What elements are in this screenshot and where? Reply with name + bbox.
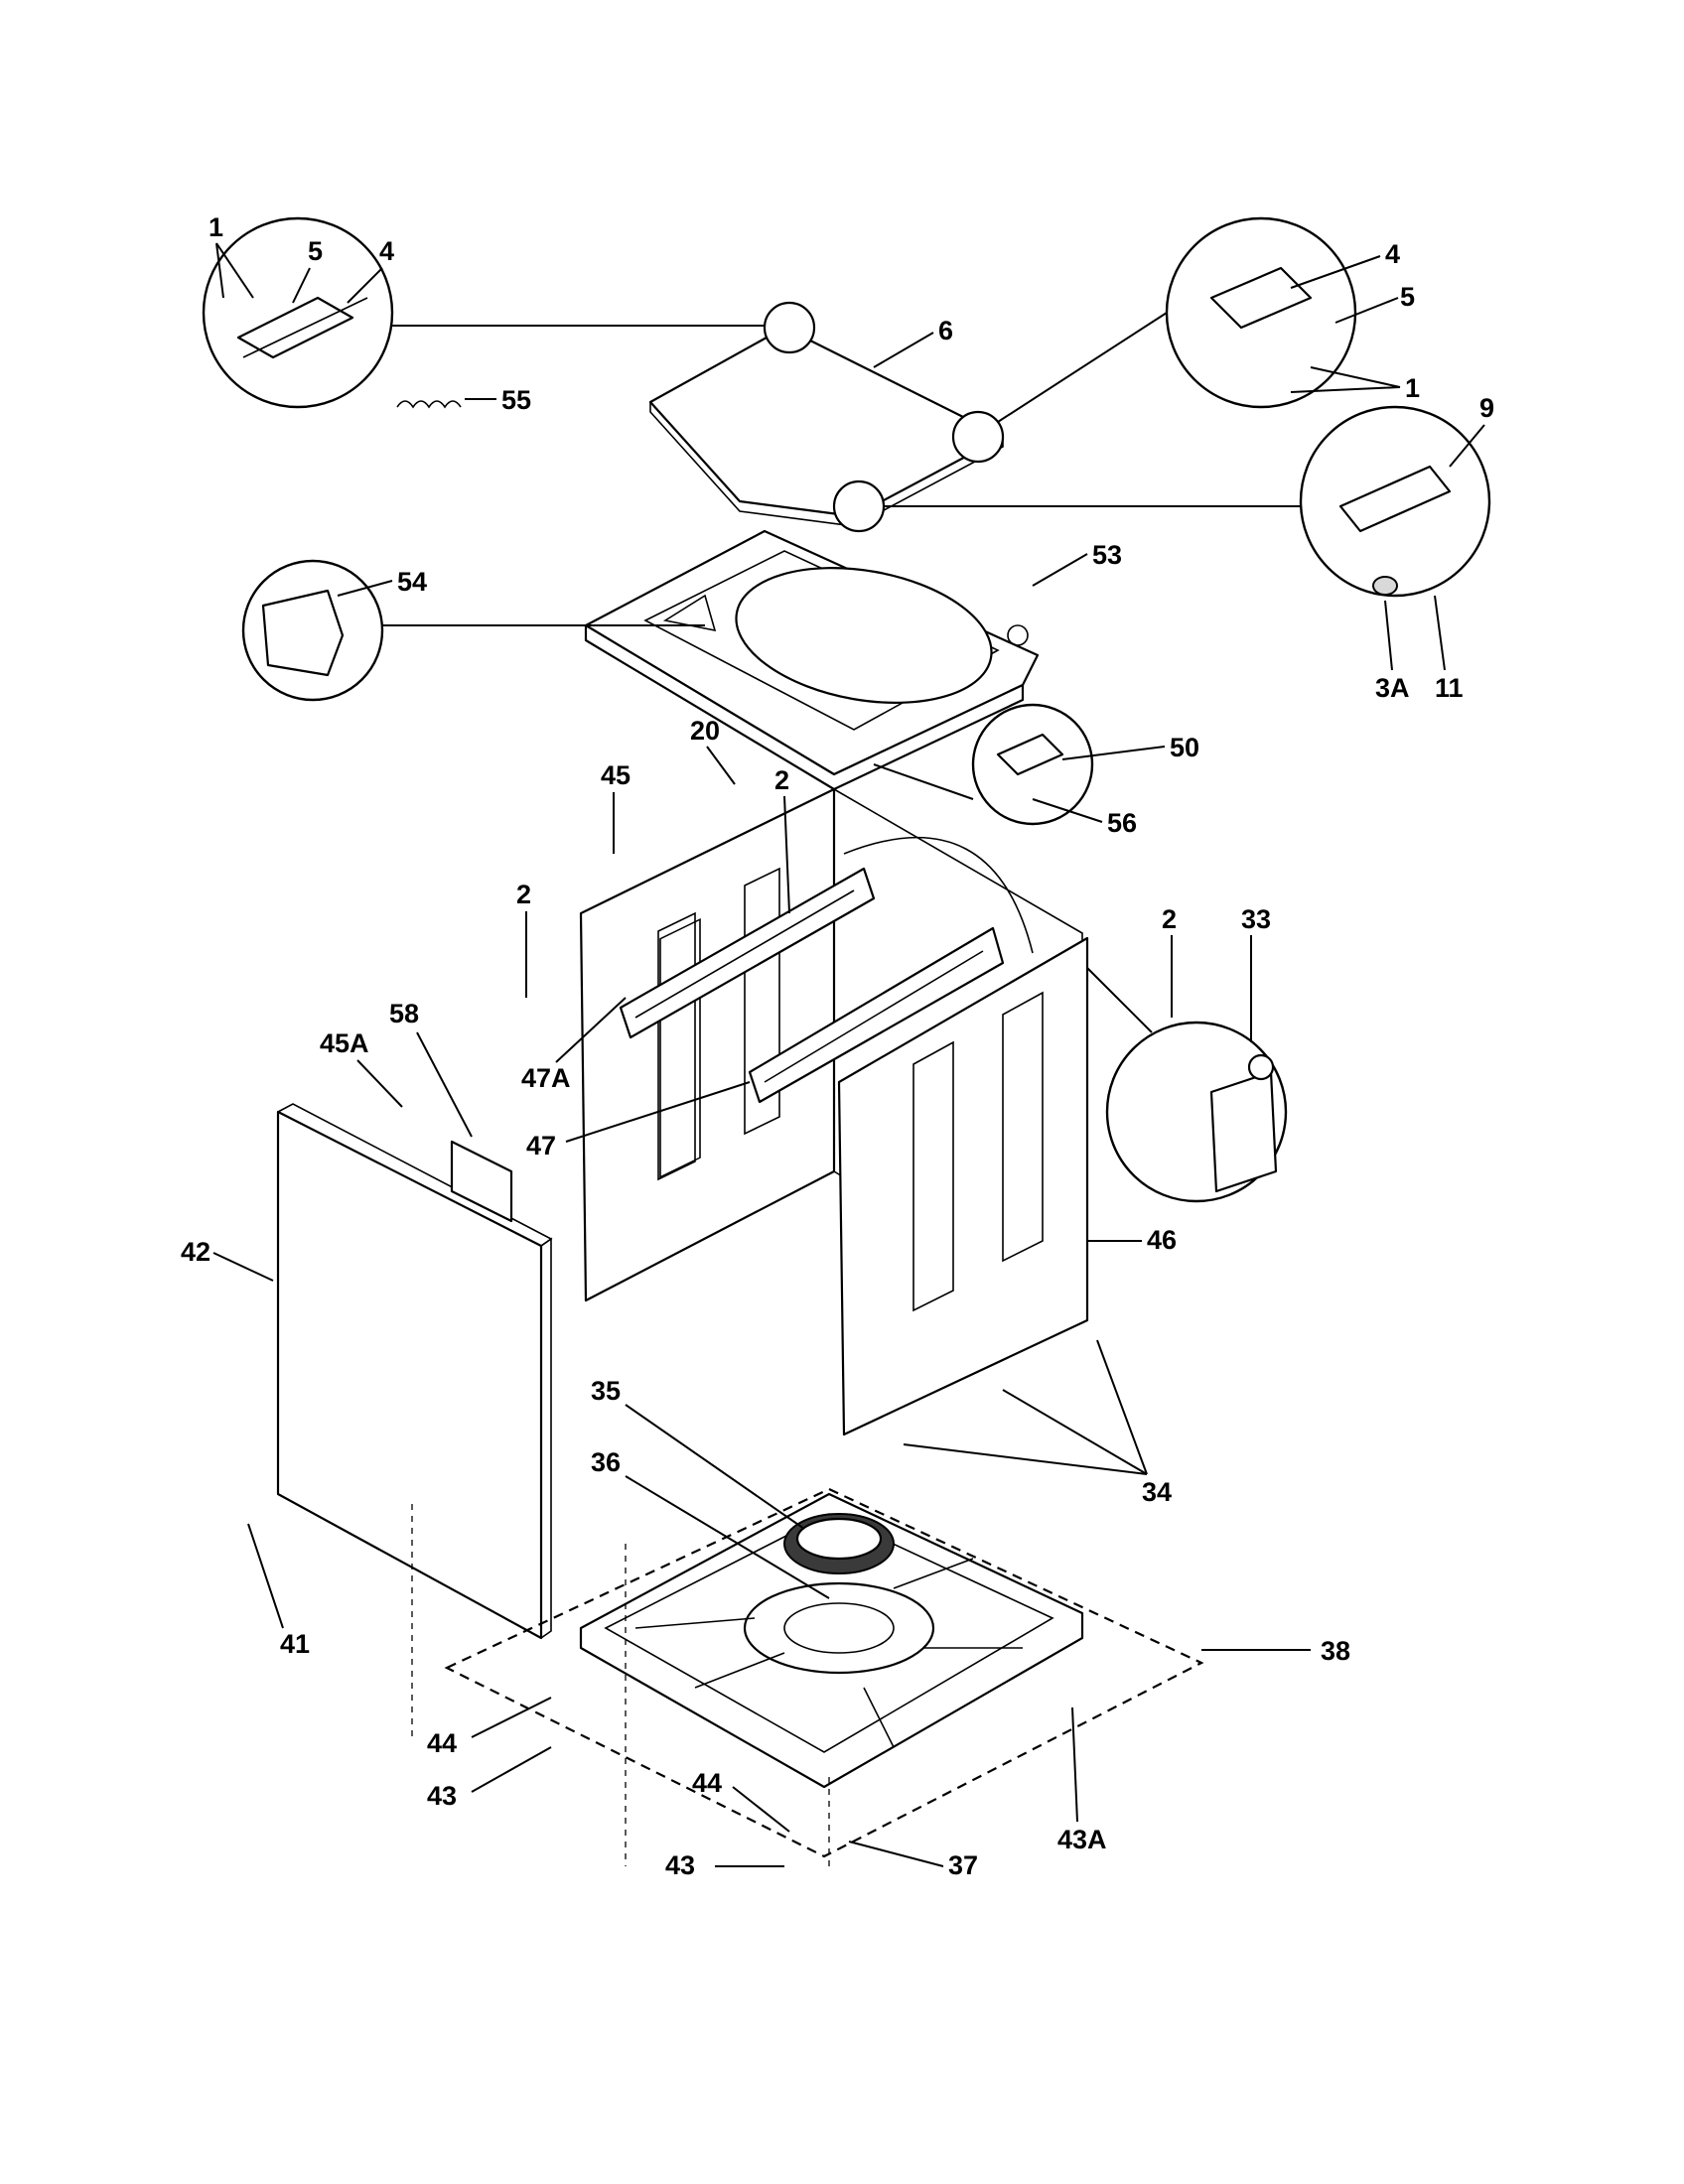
drive-ring-part-35 — [783, 1513, 895, 1574]
callout-11: 11 — [1435, 673, 1464, 703]
callout-47: 47 — [526, 1131, 556, 1160]
detail-hinge-right — [1165, 216, 1357, 409]
callout-36: 36 — [591, 1447, 621, 1477]
callout-6: 6 — [938, 316, 953, 345]
callout-43A: 43A — [1057, 1825, 1107, 1854]
detail-valve — [1105, 1021, 1288, 1203]
callout-43b: 43 — [665, 1850, 695, 1880]
callout-4a: 4 — [379, 236, 394, 266]
detail-hinge-left — [202, 216, 394, 409]
lid-hinge-circle-left — [763, 301, 816, 354]
callout-1a: 1 — [209, 212, 223, 242]
leader-line — [997, 312, 1168, 423]
callout-44b: 44 — [692, 1768, 722, 1798]
callout-43a: 43 — [427, 1781, 457, 1811]
callout-53: 53 — [1092, 540, 1122, 570]
callout-37: 37 — [948, 1850, 978, 1880]
lid-part-6 — [648, 326, 1005, 527]
right-side-panel-part-46 — [837, 936, 1089, 1436]
callout-34: 34 — [1142, 1477, 1172, 1507]
callout-3A: 3A — [1375, 673, 1410, 703]
callout-2c: 2 — [1162, 904, 1177, 934]
callout-47A: 47A — [521, 1063, 571, 1093]
callout-56: 56 — [1107, 808, 1137, 838]
spring-part-55 — [396, 400, 462, 409]
callout-1b: 1 — [1405, 373, 1420, 403]
callout-45: 45 — [601, 760, 631, 790]
leader-line — [1086, 967, 1153, 1033]
brace-part-47A — [619, 867, 876, 1039]
detail-bleach-cup — [241, 559, 384, 702]
callouts: 1 5 4 55 6 4 5 1 9 3A 11 54 53 20 2 45 5… — [181, 212, 1494, 1880]
callout-5b: 5 — [1400, 282, 1415, 312]
callout-54: 54 — [397, 567, 427, 597]
callout-42: 42 — [181, 1237, 210, 1267]
callout-9: 9 — [1479, 393, 1494, 423]
callout-46: 46 — [1147, 1225, 1177, 1255]
leader-line — [873, 763, 974, 800]
callout-55: 55 — [501, 385, 531, 415]
callout-45A: 45A — [320, 1028, 369, 1058]
front-panel-part-42 — [276, 1103, 553, 1640]
callout-38: 38 — [1321, 1636, 1350, 1666]
top-panel-part-53 — [584, 529, 1040, 791]
callout-35: 35 — [591, 1376, 621, 1406]
callout-5a: 5 — [308, 236, 323, 266]
callout-33: 33 — [1241, 904, 1271, 934]
callout-58: 58 — [389, 999, 419, 1028]
callout-41: 41 — [280, 1629, 310, 1659]
callout-4b: 4 — [1385, 239, 1400, 269]
brace-part-47 — [748, 926, 1005, 1104]
callout-2a: 2 — [774, 765, 789, 795]
label-part-58 — [450, 1140, 513, 1223]
callout-44a: 44 — [427, 1728, 457, 1758]
lid-hinge-circle-right — [951, 410, 1005, 464]
lid-latch-circle — [832, 479, 886, 533]
callout-2b: 2 — [516, 880, 531, 909]
base-part-38 — [579, 1492, 1084, 1789]
callout-20: 20 — [690, 716, 720, 746]
detail-switch — [971, 703, 1094, 826]
callout-50: 50 — [1170, 733, 1199, 762]
detail-latch — [1299, 405, 1491, 598]
base-dashed-outline — [444, 1487, 1204, 1858]
